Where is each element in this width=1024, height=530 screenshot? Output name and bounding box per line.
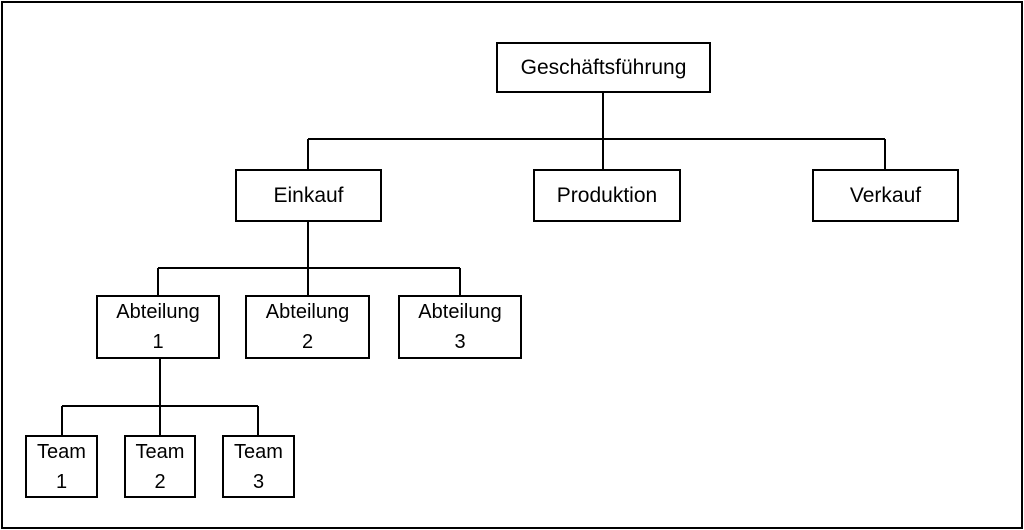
node-label: Team 1: [37, 440, 86, 493]
node-label: Abteilung 2: [265, 301, 350, 353]
node-abteilung-2: Abteilung 2: [245, 295, 370, 359]
node-label: Geschäftsführung: [520, 55, 687, 79]
node-team-2: Team 2: [124, 435, 196, 498]
node-team-1: Team 1: [25, 435, 98, 498]
node-abteilung-3: Abteilung 3: [398, 295, 522, 359]
node-label: Abteilung 1: [116, 301, 200, 353]
node-label: Verkauf: [849, 183, 922, 207]
node-label: Produktion: [556, 183, 658, 207]
node-label: Einkauf: [273, 183, 344, 207]
node-team-3: Team 3: [222, 435, 295, 498]
node-label: Team 2: [135, 440, 185, 493]
node-produktion: Produktion: [533, 169, 681, 222]
node-geschaeftsfuehrung: Geschäftsführung: [496, 42, 711, 93]
node-label: Team 3: [234, 440, 283, 493]
node-verkauf: Verkauf: [812, 169, 959, 222]
node-label: Abteilung 3: [418, 301, 502, 353]
node-einkauf: Einkauf: [235, 169, 382, 222]
node-abteilung-1: Abteilung 1: [96, 295, 220, 359]
